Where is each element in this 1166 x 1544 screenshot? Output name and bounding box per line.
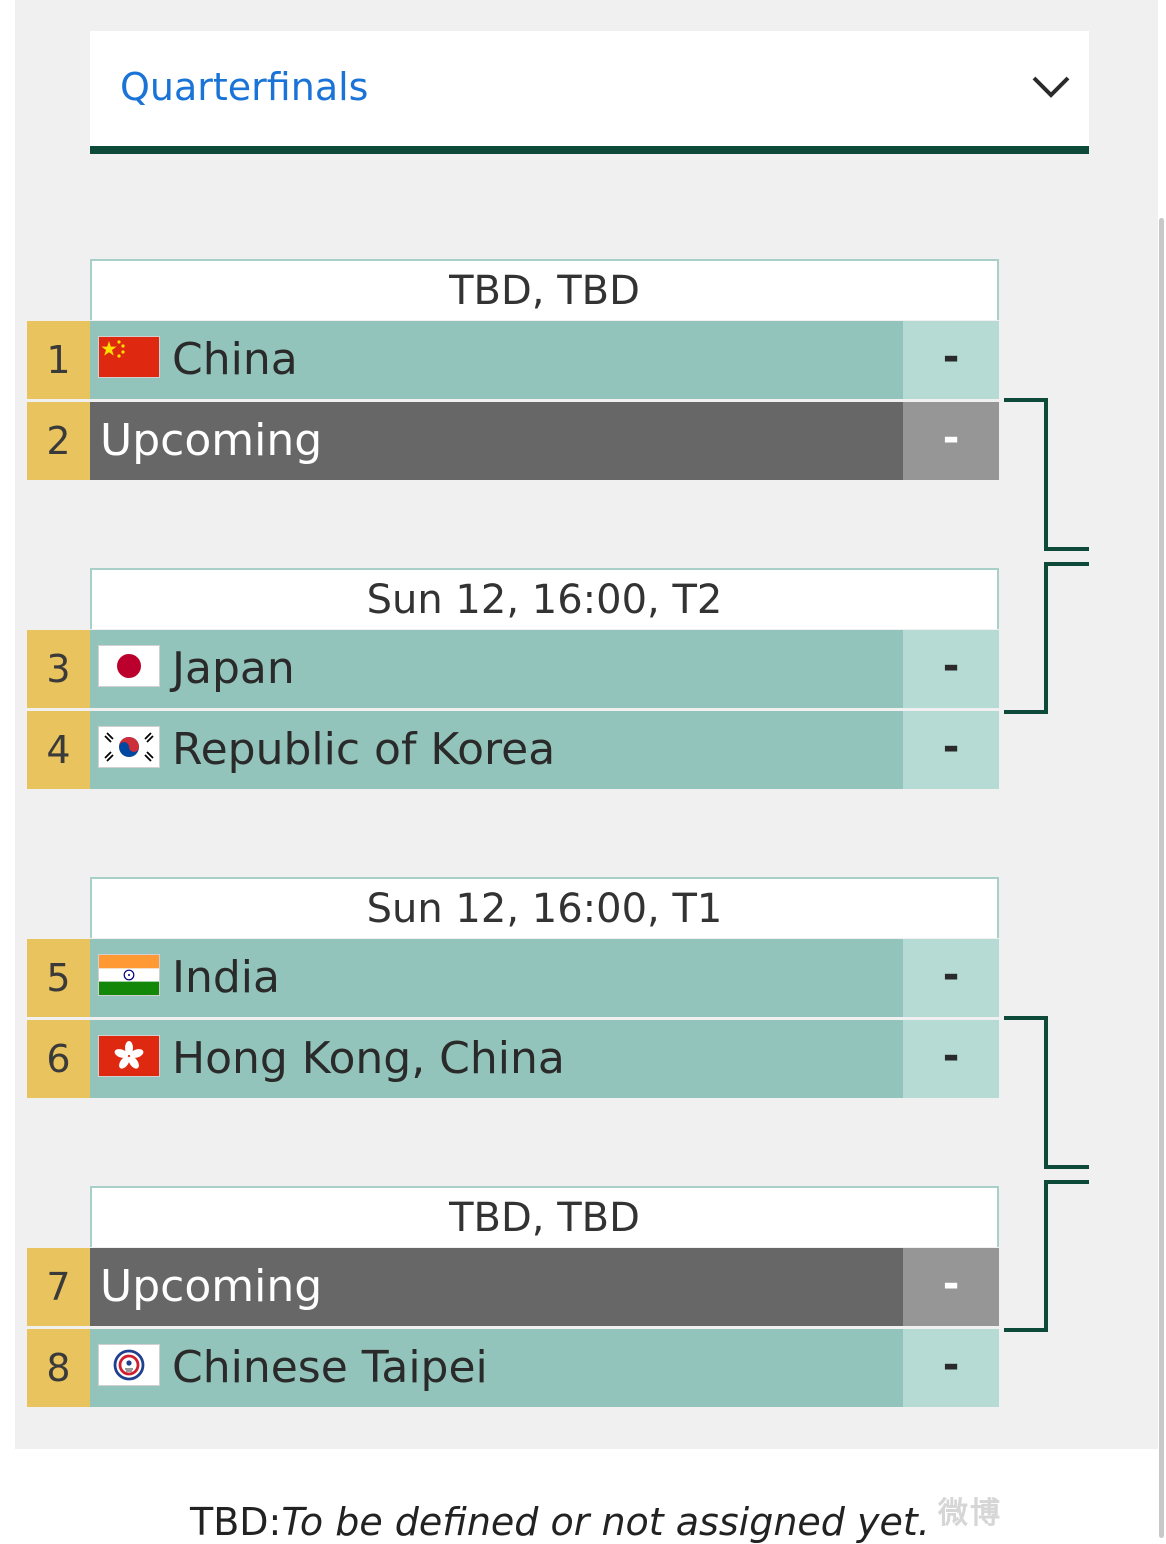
match-card-4[interactable]: TBD, TBD 7 Upcoming - 8 Chinese Taipei - [27,1186,999,1413]
seed-number: 6 [27,1020,90,1098]
legend-definition: To be defined or not assigned yet. [281,1500,930,1544]
team-score: - [903,402,999,480]
team-row[interactable]: 6 Hong Kong, China - [27,1020,999,1098]
team-score: - [903,711,999,789]
team-score: - [903,1020,999,1098]
team-cell[interactable]: Chinese Taipei [90,1329,903,1407]
scrollbar[interactable] [1159,218,1164,1538]
team-name: Chinese Taipei [172,1342,488,1393]
watermark: 微博 [938,1496,1002,1531]
team-row[interactable]: 2 Upcoming - [27,402,999,480]
team-row[interactable]: 4 Republic of Korea - [27,711,999,789]
team-cell[interactable]: Upcoming [90,1248,903,1326]
team-name: China [172,334,298,385]
team-row[interactable]: 3 Japan - [27,630,999,708]
seed-number: 7 [27,1248,90,1326]
match-info: TBD, TBD [90,1186,999,1247]
china-flag-icon [99,337,159,377]
team-cell[interactable]: Upcoming [90,402,903,480]
seed-number: 8 [27,1329,90,1407]
match-info: TBD, TBD [90,259,999,320]
round-select-dropdown[interactable]: Quarterfinals [90,31,1089,154]
match-card-2[interactable]: Sun 12, 16:00, T2 3 Japan - 4 [27,568,999,795]
tbd-legend: TBD:To be defined or not assigned yet. [190,1500,930,1544]
team-name: India [172,952,280,1003]
team-name: Japan [172,643,295,694]
team-cell[interactable]: Hong Kong, China [90,1020,903,1098]
match-card-3[interactable]: Sun 12, 16:00, T1 5 India - 6 [27,877,999,1104]
team-cell[interactable]: Republic of Korea [90,711,903,789]
legend-abbr: TBD: [190,1500,282,1544]
team-name: Republic of Korea [172,724,556,775]
chinese-taipei-flag-icon [99,1345,159,1385]
seed-number: 2 [27,402,90,480]
match-card-1[interactable]: TBD, TBD 1 China - 2 Upcoming - [27,259,999,486]
chevron-down-icon[interactable] [1031,73,1071,101]
japan-flag-icon [99,646,159,686]
team-row[interactable]: 8 Chinese Taipei - [27,1329,999,1407]
india-flag-icon [99,955,159,995]
korea-flag-icon [99,727,159,767]
team-cell[interactable]: India [90,939,903,1017]
hong-kong-flag-icon [99,1036,159,1076]
team-score: - [903,1329,999,1407]
seed-number: 4 [27,711,90,789]
round-select-value: Quarterfinals [120,65,369,109]
team-score: - [903,1248,999,1326]
team-row[interactable]: 5 India - [27,939,999,1017]
team-name: Upcoming [100,1261,323,1312]
match-info: Sun 12, 16:00, T1 [90,877,999,938]
team-score: - [903,630,999,708]
seed-number: 3 [27,630,90,708]
team-cell[interactable]: Japan [90,630,903,708]
team-row[interactable]: 1 China - [27,321,999,399]
team-cell[interactable]: China [90,321,903,399]
team-name: Upcoming [100,415,323,466]
team-row[interactable]: 7 Upcoming - [27,1248,999,1326]
team-score: - [903,321,999,399]
team-name: Hong Kong, China [172,1033,565,1084]
team-score: - [903,939,999,1017]
seed-number: 1 [27,321,90,399]
seed-number: 5 [27,939,90,1017]
match-info: Sun 12, 16:00, T2 [90,568,999,629]
